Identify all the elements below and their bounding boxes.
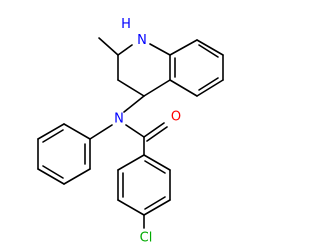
bond (169, 39, 198, 56)
bond (117, 154, 145, 171)
atom-nh-h: H (121, 17, 131, 32)
bond (198, 77, 219, 91)
bond (37, 123, 65, 140)
bond (149, 43, 171, 56)
bond (143, 154, 171, 171)
bond (143, 79, 171, 97)
bond (125, 124, 145, 138)
atom-n-amide-label: N (114, 112, 124, 127)
bond (117, 79, 145, 97)
bond (146, 126, 168, 142)
bond (42, 165, 64, 179)
atom-nh-n: N (137, 33, 147, 48)
atom-o-label: O (171, 110, 181, 125)
bond (117, 44, 133, 56)
bond (63, 123, 91, 140)
atom-labels: HN N O Cl (114, 17, 181, 246)
bond (63, 168, 91, 185)
atom-cl-label: Cl (140, 231, 153, 246)
bond (198, 44, 219, 58)
bond (196, 79, 224, 97)
atom-nh-label: HN (121, 17, 147, 48)
bond (37, 168, 65, 185)
bond (143, 199, 171, 216)
bonds (37, 37, 224, 229)
molecule-structure: HN N O Cl (37, 17, 224, 246)
bond (144, 160, 166, 174)
bond (98, 37, 119, 56)
bond (143, 122, 165, 138)
bond (196, 39, 224, 56)
bond (117, 199, 145, 216)
bond (169, 79, 198, 97)
bond (89, 124, 113, 140)
bond (42, 129, 64, 143)
bond (123, 95, 145, 113)
bond (144, 196, 166, 210)
